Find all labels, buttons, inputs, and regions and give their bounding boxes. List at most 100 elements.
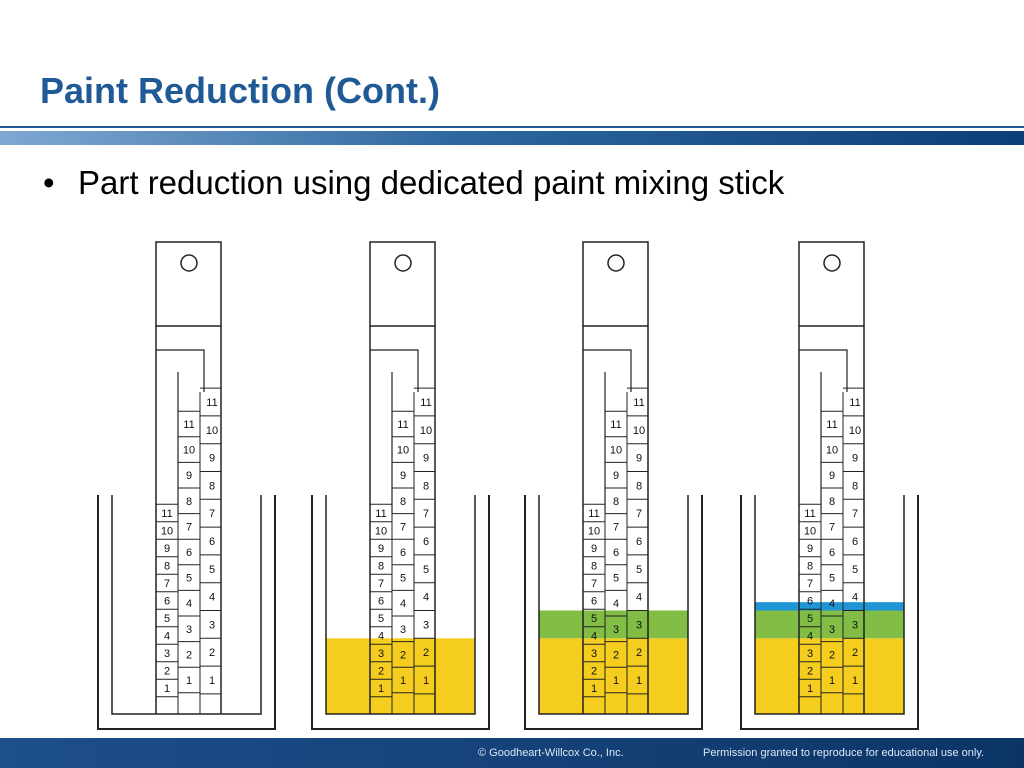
scale-label-middle: 4 xyxy=(186,598,192,610)
stick-head xyxy=(798,241,865,327)
scale-label-left: 4 xyxy=(164,631,170,643)
paint-layer-2 xyxy=(755,610,904,639)
scale-label-middle: 6 xyxy=(186,547,192,559)
stick-head xyxy=(369,241,436,327)
scale-label-right: 10 xyxy=(420,425,432,437)
scale-label-left: 5 xyxy=(378,613,384,625)
scale-label-right: 8 xyxy=(636,480,642,492)
scale-label-left: 10 xyxy=(375,526,387,538)
hang-hole xyxy=(607,254,625,272)
scale-label-middle: 7 xyxy=(613,521,619,533)
scale-label-right: 11 xyxy=(206,397,217,409)
scale-label-left: 6 xyxy=(807,596,813,608)
scale-label-middle: 8 xyxy=(829,496,835,508)
scale-label-right: 5 xyxy=(636,564,642,576)
can-inner-wall xyxy=(325,495,476,715)
scale-label-right: 7 xyxy=(636,508,642,520)
scale-label-left: 10 xyxy=(804,526,816,538)
scale-label-middle: 11 xyxy=(397,419,408,431)
scale-label-left: 3 xyxy=(591,648,597,660)
scale-label-right: 8 xyxy=(209,480,215,492)
paint-layer-1 xyxy=(539,638,688,714)
scale-label-left: 3 xyxy=(164,648,170,660)
scale-label-middle: 8 xyxy=(186,496,192,508)
scale-label-left: 11 xyxy=(588,508,599,520)
bullet-text: Part reduction using dedicated paint mix… xyxy=(78,164,785,201)
scale-label-right: 6 xyxy=(423,536,429,548)
stick-slot-outer xyxy=(156,349,205,392)
scale-label-middle: 3 xyxy=(829,624,835,636)
scale-label-left: 8 xyxy=(378,561,384,573)
scale-label-right: 10 xyxy=(633,425,645,437)
bullet-item: •Part reduction using dedicated paint mi… xyxy=(43,164,785,201)
scale-label-right: 11 xyxy=(420,397,431,409)
scale-label-right: 1 xyxy=(636,675,642,687)
scale-label-left: 11 xyxy=(804,508,815,520)
scale-label-right: 2 xyxy=(209,647,215,659)
scale-label-middle: 4 xyxy=(400,598,406,610)
scale-label-left: 1 xyxy=(591,683,597,695)
scale-label-middle: 9 xyxy=(613,470,619,482)
mixing-stick-diagram: 1234567891011123456789101112345678910111… xyxy=(97,241,919,730)
scale-label-left: 8 xyxy=(591,561,597,573)
scale-label-middle: 8 xyxy=(400,496,406,508)
hang-hole xyxy=(394,254,412,272)
scale-label-middle: 1 xyxy=(186,675,192,687)
scale-label-left: 2 xyxy=(807,666,813,678)
scale-label-left: 2 xyxy=(591,666,597,678)
scale-label-left: 7 xyxy=(591,578,597,590)
scale-label-right: 10 xyxy=(206,425,218,437)
scale-label-left: 2 xyxy=(378,666,384,678)
scale-label-right: 9 xyxy=(423,453,429,465)
scale-label-middle: 6 xyxy=(613,547,619,559)
stick-head xyxy=(582,241,649,327)
scale-label-left: 6 xyxy=(591,596,597,608)
paint-layer-3 xyxy=(755,602,904,611)
scale-label-left: 7 xyxy=(378,578,384,590)
scale-label-middle: 6 xyxy=(829,547,835,559)
scale-label-right: 7 xyxy=(209,508,215,520)
scale-label-right: 10 xyxy=(849,425,861,437)
scale-label-right: 2 xyxy=(423,647,429,659)
scale-label-right: 7 xyxy=(423,508,429,520)
scale-label-left: 11 xyxy=(375,508,386,520)
scale-label-middle: 4 xyxy=(829,598,835,610)
scale-label-middle: 8 xyxy=(613,496,619,508)
scale-label-left: 6 xyxy=(378,596,384,608)
title-underline xyxy=(0,126,1024,128)
scale-label-left: 4 xyxy=(591,631,597,643)
scale-label-left: 9 xyxy=(164,543,170,555)
scale-label-right: 6 xyxy=(636,536,642,548)
scale-label-left: 10 xyxy=(588,526,600,538)
scale-label-middle: 6 xyxy=(400,547,406,559)
scale-label-left: 8 xyxy=(807,561,813,573)
paint-layer-1 xyxy=(755,638,904,714)
scale-label-left: 5 xyxy=(164,613,170,625)
stick-head xyxy=(155,241,222,327)
scale-label-right: 6 xyxy=(209,536,215,548)
scale-label-left: 3 xyxy=(807,648,813,660)
scale-label-right: 9 xyxy=(209,453,215,465)
scale-label-middle: 1 xyxy=(829,675,835,687)
scale-label-left: 7 xyxy=(164,578,170,590)
scale-label-middle: 11 xyxy=(826,419,837,431)
scale-label-middle: 5 xyxy=(613,573,619,585)
scale-label-middle: 2 xyxy=(186,649,192,661)
slide-title: Paint Reduction (Cont.) xyxy=(40,70,440,111)
scale-label-right: 4 xyxy=(423,592,429,604)
scale-label-middle: 5 xyxy=(829,573,835,585)
scale-label-middle: 5 xyxy=(400,573,406,585)
stick-slot-outer xyxy=(799,349,848,392)
scale-label-left: 1 xyxy=(378,683,384,695)
scale-label-right: 9 xyxy=(636,453,642,465)
scale-label-middle: 4 xyxy=(613,598,619,610)
footer-bar: © Goodheart-Willcox Co., Inc. Permission… xyxy=(0,738,1024,768)
scale-label-right: 4 xyxy=(209,592,215,604)
scale-label-left: 8 xyxy=(164,561,170,573)
scale-label-left: 4 xyxy=(807,631,813,643)
stick-slot-outer xyxy=(583,349,632,392)
scale-label-middle: 11 xyxy=(183,419,194,431)
